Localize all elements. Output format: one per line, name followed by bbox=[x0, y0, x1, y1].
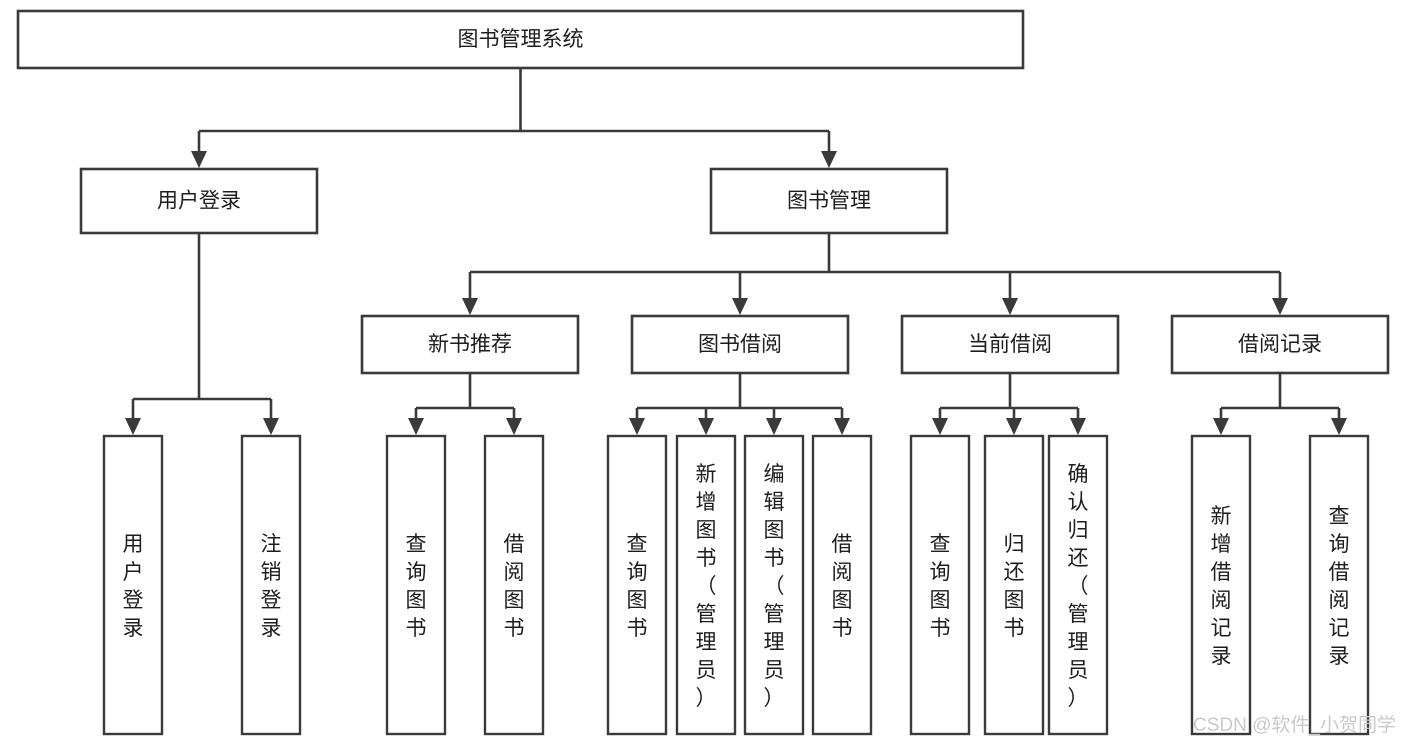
node-leaf-query-borrow-record[interactable]: 查询借阅记录 bbox=[1308, 434, 1370, 736]
node-new-book-recommend[interactable]: 新书推荐 bbox=[360, 314, 580, 375]
node-label: 新书推荐 bbox=[428, 333, 512, 356]
node-user-login[interactable]: 用户登录 bbox=[79, 167, 319, 235]
node-box[interactable] bbox=[240, 434, 302, 736]
node-box[interactable] bbox=[909, 434, 971, 736]
node-label: 当前借阅 bbox=[968, 333, 1052, 356]
node-box[interactable] bbox=[483, 434, 545, 736]
node-box[interactable] bbox=[385, 434, 447, 736]
arrow-head-icon bbox=[1002, 298, 1018, 315]
node-leaf-user-login[interactable]: 用户登录 bbox=[102, 434, 164, 736]
node-layer: 图书管理系统用户登录图书管理新书推荐图书借阅当前借阅借阅记录用户登录注销登录查询… bbox=[16, 9, 1390, 736]
node-root[interactable]: 图书管理系统 bbox=[16, 9, 1025, 70]
node-label: 图书借阅 bbox=[698, 333, 782, 356]
node-leaf-query-book-2[interactable]: 查询图书 bbox=[606, 434, 668, 736]
watermark-layer: CSDN @软件_小贺同学 bbox=[1193, 714, 1396, 736]
node-label: 用户登录 bbox=[157, 190, 241, 213]
arrow-head-icon bbox=[1272, 298, 1288, 315]
arrow-head-icon bbox=[462, 298, 478, 315]
node-label: 借阅图书 bbox=[504, 533, 525, 640]
arrow-head-icon bbox=[1331, 418, 1347, 435]
node-label: 新增图书（管理员） bbox=[696, 463, 717, 710]
node-leaf-query-book-1[interactable]: 查询图书 bbox=[385, 434, 447, 736]
arrow-head-icon bbox=[191, 151, 207, 168]
node-borrow-record[interactable]: 借阅记录 bbox=[1170, 314, 1390, 375]
node-box[interactable] bbox=[606, 434, 668, 736]
connector-current-borrow-to-leaves bbox=[932, 373, 1086, 435]
arrow-head-icon bbox=[506, 418, 522, 435]
connector-borrow-record-to-leaves bbox=[1213, 373, 1347, 435]
node-box[interactable] bbox=[1308, 434, 1370, 736]
node-box[interactable] bbox=[630, 314, 850, 375]
node-leaf-confirm-return[interactable]: 确认归还（管理员） bbox=[1047, 434, 1109, 736]
node-box[interactable] bbox=[16, 9, 1025, 70]
node-leaf-return-book[interactable]: 归还图书 bbox=[983, 434, 1045, 736]
node-label: 图书管理 bbox=[787, 190, 871, 213]
node-book-management[interactable]: 图书管理 bbox=[709, 167, 949, 235]
node-box[interactable] bbox=[79, 167, 319, 235]
csdn-watermark: CSDN @软件_小贺同学 bbox=[1193, 714, 1396, 736]
arrow-head-icon bbox=[698, 418, 714, 435]
connector-new-book-recommend-to-leaves bbox=[408, 373, 522, 435]
node-box[interactable] bbox=[1170, 314, 1390, 375]
node-leaf-query-book-3[interactable]: 查询图书 bbox=[909, 434, 971, 736]
node-box[interactable] bbox=[743, 434, 805, 736]
node-leaf-borrow-book-1[interactable]: 借阅图书 bbox=[483, 434, 545, 736]
arrow-head-icon bbox=[732, 298, 748, 315]
connector-root-to-level2 bbox=[191, 68, 837, 168]
node-leaf-borrow-book-2[interactable]: 借阅图书 bbox=[811, 434, 873, 736]
arrow-head-icon bbox=[629, 418, 645, 435]
node-box[interactable] bbox=[675, 434, 737, 736]
arrow-head-icon bbox=[821, 151, 837, 168]
node-label: 新增借阅记录 bbox=[1211, 505, 1232, 668]
connector-book-borrow-to-leaves bbox=[629, 373, 850, 435]
node-box[interactable] bbox=[1190, 434, 1252, 736]
arrow-head-icon bbox=[932, 418, 948, 435]
arrow-head-icon bbox=[766, 418, 782, 435]
node-label: 图书管理系统 bbox=[458, 28, 584, 51]
node-box[interactable] bbox=[983, 434, 1045, 736]
node-box[interactable] bbox=[900, 314, 1120, 375]
connector-bookmgmt-to-level3 bbox=[462, 233, 1288, 315]
node-label: 归还图书 bbox=[1004, 533, 1025, 640]
arrow-head-icon bbox=[1213, 418, 1229, 435]
node-leaf-add-borrow-record[interactable]: 新增借阅记录 bbox=[1190, 434, 1252, 736]
node-box[interactable] bbox=[102, 434, 164, 736]
node-leaf-user-logout[interactable]: 注销登录 bbox=[240, 434, 302, 736]
node-label: 用户登录 bbox=[123, 533, 144, 640]
arrow-head-icon bbox=[834, 418, 850, 435]
node-box[interactable] bbox=[360, 314, 580, 375]
node-label: 查询借阅记录 bbox=[1329, 505, 1350, 668]
node-current-borrow[interactable]: 当前借阅 bbox=[900, 314, 1120, 375]
node-box[interactable] bbox=[709, 167, 949, 235]
arrow-head-icon bbox=[1006, 418, 1022, 435]
node-label: 编辑图书（管理员） bbox=[764, 463, 785, 710]
arrow-head-icon bbox=[1070, 418, 1086, 435]
connector-user-login-to-leaves bbox=[125, 233, 279, 435]
node-label: 注销登录 bbox=[261, 533, 282, 640]
node-label: 确认归还（管理员） bbox=[1068, 463, 1089, 710]
node-label: 借阅记录 bbox=[1238, 333, 1322, 356]
node-label: 查询图书 bbox=[406, 533, 427, 640]
node-box[interactable] bbox=[1047, 434, 1109, 736]
node-leaf-add-book[interactable]: 新增图书（管理员） bbox=[675, 434, 737, 736]
arrow-head-icon bbox=[125, 418, 141, 435]
node-label: 查询图书 bbox=[627, 533, 648, 640]
node-leaf-edit-book[interactable]: 编辑图书（管理员） bbox=[743, 434, 805, 736]
arrow-head-icon bbox=[408, 418, 424, 435]
node-box[interactable] bbox=[811, 434, 873, 736]
arrow-head-icon bbox=[263, 418, 279, 435]
node-label: 查询图书 bbox=[930, 533, 951, 640]
node-book-borrow[interactable]: 图书借阅 bbox=[630, 314, 850, 375]
connector-layer bbox=[125, 68, 1347, 435]
node-label: 借阅图书 bbox=[832, 533, 853, 640]
